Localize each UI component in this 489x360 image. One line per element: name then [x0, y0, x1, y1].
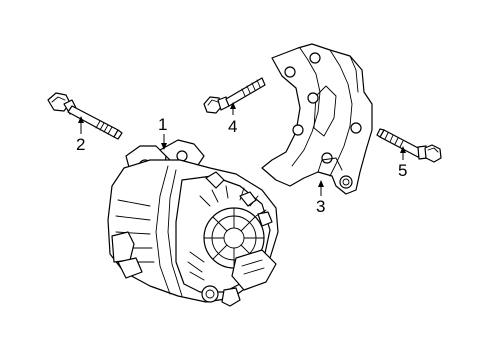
callout-5-label: 5 — [398, 161, 407, 180]
callout-1: 1 — [158, 115, 167, 150]
bracket-3-icon[interactable] — [261, 43, 373, 195]
callout-3-label: 3 — [316, 197, 325, 216]
callout-4: 4 — [228, 102, 237, 136]
alternator-1-icon[interactable] — [107, 139, 279, 307]
callout-3: 3 — [316, 180, 325, 216]
bolt-4-icon[interactable] — [203, 77, 266, 114]
callout-5: 5 — [398, 146, 407, 180]
bolt-5-icon[interactable] — [376, 128, 442, 163]
callout-2: 2 — [76, 116, 85, 154]
callout-2-label: 2 — [76, 135, 85, 154]
bolt-2-icon[interactable] — [47, 92, 123, 140]
callout-1-label: 1 — [158, 115, 167, 134]
callout-4-label: 4 — [228, 117, 237, 136]
